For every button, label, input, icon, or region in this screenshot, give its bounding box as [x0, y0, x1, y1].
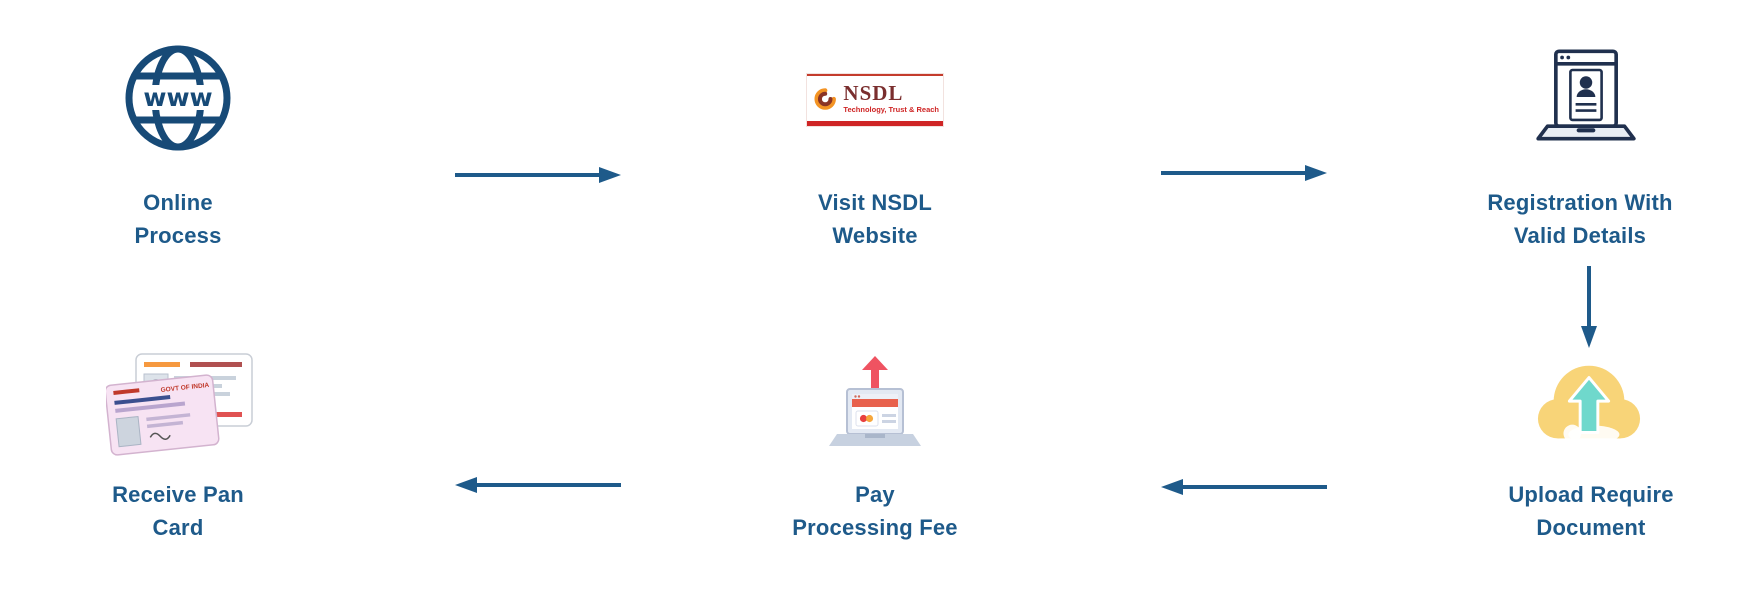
browser-dot	[1560, 55, 1564, 60]
flow-arrow-nsdl-to-registration	[1161, 165, 1327, 181]
flow-arrow-registration-to-upload	[1581, 266, 1597, 348]
nsdl-logo-text: NSDL Technology, Trust & Reach	[843, 81, 939, 115]
step-label-online-process: Online Process	[134, 190, 222, 248]
registration-form-icon	[1536, 49, 1636, 141]
flow-arrow-upload-to-pay	[1161, 479, 1327, 495]
step-label-registration: Registration With Valid Details	[1487, 190, 1673, 248]
profile-avatar-head	[1579, 76, 1593, 89]
text-line	[882, 414, 896, 417]
pan-front-card: GOVT OF INDIA	[106, 374, 220, 456]
browser-dot	[857, 395, 861, 398]
step-label-pay-fee: Pay Processing Fee	[792, 482, 958, 540]
cloud-upload-icon	[1537, 365, 1641, 444]
signature-squiggle	[149, 432, 171, 441]
flow-arrow-pay-to-receive	[455, 477, 621, 493]
globe-www-icon: www	[125, 45, 231, 151]
payment-laptop-icon	[829, 356, 921, 446]
step-label-visit-nsdl-website: Visit NSDL Website	[817, 190, 933, 248]
upload-arrow	[1567, 376, 1611, 434]
nsdl-logo-tagline: Technology, Trust & Reach	[843, 105, 939, 114]
laptop-base	[829, 434, 921, 446]
browser-dot	[854, 395, 857, 398]
profile-avatar-body	[1576, 89, 1596, 98]
cloud-highlight-bump	[1563, 424, 1582, 443]
laptop-notch	[865, 434, 885, 438]
card-circle-orange	[865, 414, 874, 423]
browser-dot	[1566, 55, 1571, 60]
pay-up-arrow-stem	[871, 369, 879, 390]
payment-banner	[852, 399, 898, 407]
nsdl-logo-name: NSDL	[843, 81, 904, 105]
browser-bar	[852, 394, 898, 399]
step-label-receive-pan: Receive Pan Card	[112, 482, 244, 540]
globe-www-text: www	[143, 83, 212, 112]
step-label-upload-document: Upload Require Document	[1508, 482, 1674, 540]
pan-card-icon: GOVT OF INDIA	[106, 353, 253, 456]
pay-up-arrow-head	[862, 356, 888, 370]
nsdl-logo: NSDL Technology, Trust & Reach	[807, 74, 943, 126]
text-line	[882, 420, 896, 423]
card-circle-red	[859, 414, 868, 423]
flow-arrow-online-to-nsdl	[455, 167, 621, 183]
nsdl-logo-strip	[807, 121, 943, 126]
globe-band	[143, 85, 213, 110]
laptop-notch	[1576, 128, 1596, 133]
nsdl-swirl-icon	[814, 87, 836, 110]
